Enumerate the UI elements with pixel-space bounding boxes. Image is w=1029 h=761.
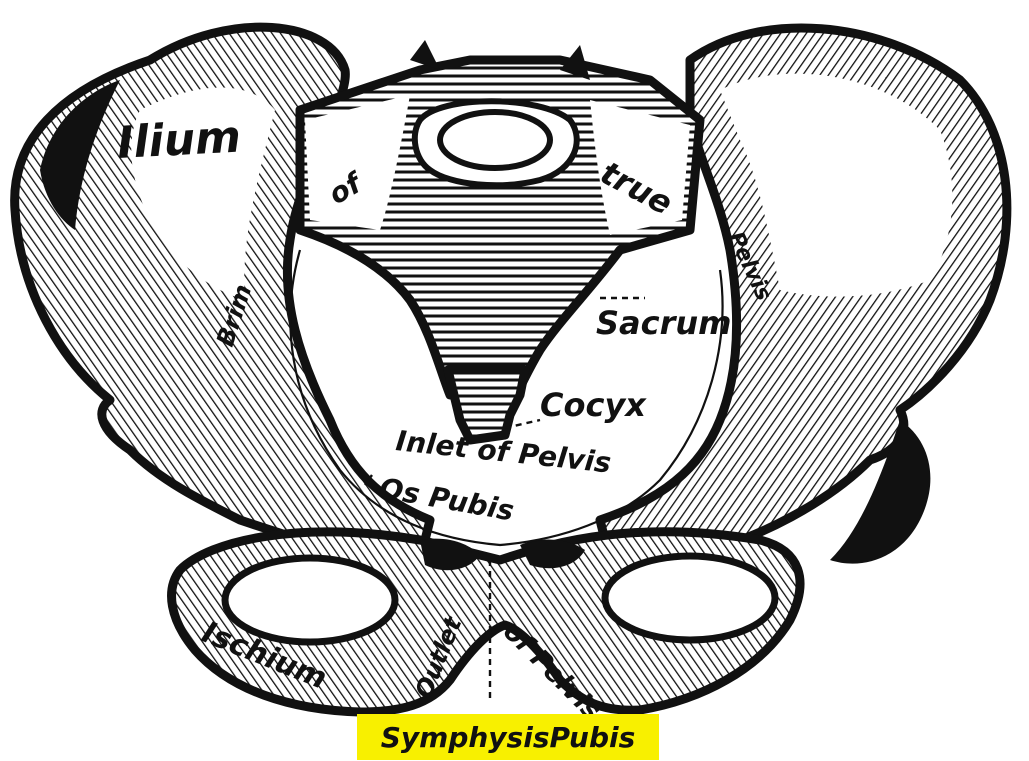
pubic-arch-bone xyxy=(167,527,805,717)
sacrum-label: Sacrum xyxy=(596,304,732,342)
coccyx-bone xyxy=(443,365,530,445)
right-obturator-foramen xyxy=(601,552,779,644)
left-ilium-bone xyxy=(10,22,435,565)
cocyx-leader-line xyxy=(504,418,541,430)
symphysis-pubis-label: SymphysisPubis xyxy=(381,721,636,754)
cocyx-label: Cocyx xyxy=(540,386,647,424)
os-pubis-leader-line xyxy=(364,474,373,486)
right-ilium-bone xyxy=(595,23,1012,565)
symphysis-pubis-highlight: SymphysisPubis xyxy=(357,714,659,760)
sacrum-bone xyxy=(295,40,705,400)
highlight-box xyxy=(357,714,659,760)
ilium-label: Ilium xyxy=(116,112,242,169)
pelvic-brim-line xyxy=(289,249,724,547)
left-obturator-foramen xyxy=(221,554,399,646)
